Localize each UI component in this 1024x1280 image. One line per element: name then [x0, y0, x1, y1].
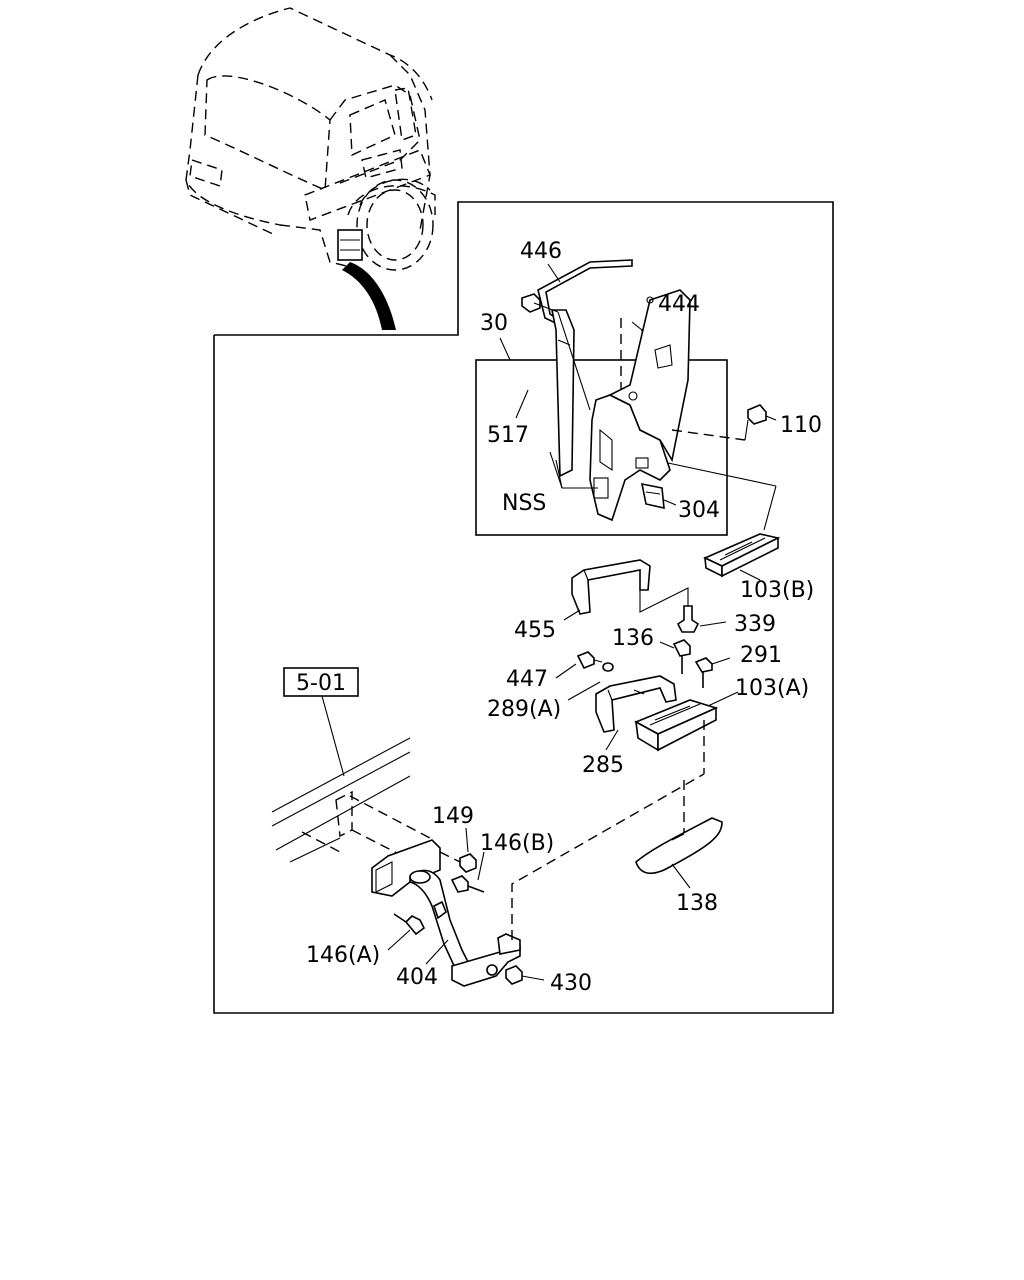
part-110-bolt	[747, 404, 777, 425]
callout-291: 291	[740, 643, 782, 668]
callout-146a: 146(A)	[306, 943, 380, 968]
callout-455: 455	[514, 618, 556, 643]
reference-box	[283, 667, 359, 697]
callout-285: 285	[582, 753, 624, 778]
part-136-bolt	[672, 639, 691, 674]
part-285-bracket	[595, 675, 677, 733]
callout-nss: NSS	[502, 491, 546, 516]
part-339-pin	[676, 605, 700, 633]
truck-cab-illustration	[185, 7, 436, 330]
callout-110: 110	[780, 413, 822, 438]
callout-446: 446	[520, 239, 562, 264]
callout-138: 138	[676, 891, 718, 916]
callout-103b: 103(B)	[740, 578, 814, 603]
callout-339: 339	[734, 612, 776, 637]
part-447-bolt	[576, 651, 614, 672]
detail-frame	[213, 201, 834, 1014]
part-103b-tread	[703, 533, 781, 578]
callout-289a: 289(A)	[487, 697, 561, 722]
part-517-bolt	[521, 293, 591, 411]
frame-rail	[271, 737, 411, 863]
callout-149: 149	[432, 804, 474, 829]
callout-304: 304	[678, 498, 720, 523]
callout-517: 517	[487, 423, 529, 448]
part-103a-tread	[634, 699, 719, 752]
step-bracket-assembly	[551, 289, 691, 522]
part-146a-bolt	[393, 913, 426, 936]
callout-404: 404	[396, 965, 438, 990]
callout-30: 30	[480, 311, 508, 336]
callout-103a: 103(A)	[735, 676, 809, 701]
callout-447: 447	[506, 667, 548, 692]
reference-box-text: 5-01	[296, 671, 346, 696]
part-455-bracket	[571, 559, 651, 615]
part-146b-bolt	[450, 875, 485, 893]
callout-430: 430	[550, 971, 592, 996]
callout-136: 136	[612, 626, 654, 651]
part-149-nut	[459, 853, 477, 873]
part-291-bolt	[694, 657, 713, 688]
part-138-cover	[635, 817, 723, 875]
part-430-nut	[505, 965, 523, 985]
callout-444: 444	[658, 292, 700, 317]
assembly-30-box	[475, 359, 728, 536]
part-404-arm	[371, 839, 521, 987]
callout-146b: 146(B)	[480, 831, 554, 856]
part-304-clip	[640, 482, 665, 510]
